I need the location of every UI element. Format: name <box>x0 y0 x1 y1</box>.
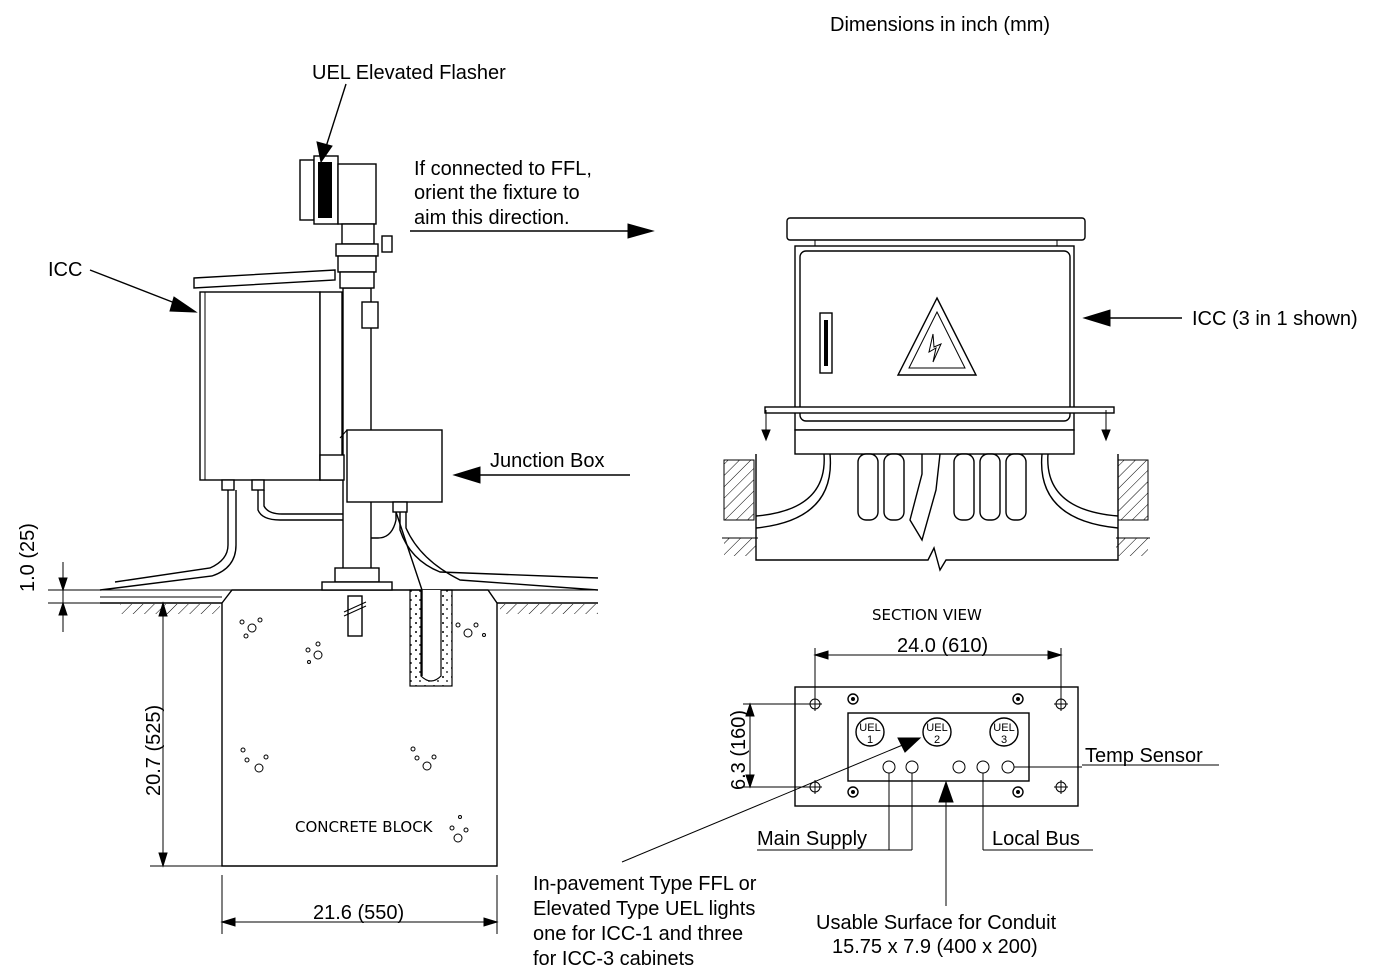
orient-note-line2: orient the fixture to <box>414 182 580 204</box>
icc-side-label: ICC <box>48 259 82 281</box>
flasher-label: UEL Elevated Flasher <box>312 62 506 84</box>
uel-3-top: UEL <box>993 722 1014 734</box>
dim-plan-height: 6.3 (160) <box>728 702 810 790</box>
orient-arrow <box>410 223 655 239</box>
icc-cabinet <box>193 269 345 491</box>
lights-note-line1: In-pavement Type FFL or <box>533 873 757 895</box>
section-view-title: SECTION VIEW <box>872 606 982 624</box>
uel-1-top: UEL <box>859 722 880 734</box>
dimensions-note: Dimensions in inch (mm) <box>830 14 1050 36</box>
dim-block-width: 21.6 (550) <box>220 875 499 934</box>
uel-2-port: UEL 2 <box>922 717 952 747</box>
concrete-block-label: CONCRETE BLOCK <box>295 818 434 836</box>
dim-plan-width-label: 24.0 (610) <box>897 635 988 657</box>
uel-1-num: 1 <box>867 734 873 746</box>
uel-2-num: 2 <box>934 734 940 746</box>
local-bus-label: Local Bus <box>992 828 1080 850</box>
junction-box-arrow <box>452 466 630 484</box>
conduit-sleeve <box>409 589 453 687</box>
main-supply-label: Main Supply <box>757 828 867 850</box>
temp-sensor-label: Temp Sensor <box>1085 745 1203 767</box>
front-section-view: ICC (3 in 1 shown) SECTION VIEW <box>722 217 1358 624</box>
lights-arrow <box>621 737 922 863</box>
main-supply-callout: Main Supply <box>757 773 913 851</box>
dim-block-height: 20.7 (525) <box>143 601 222 868</box>
orient-note-line1: If connected to FFL, <box>414 158 592 180</box>
lights-note-line3: one for ICC-1 and three <box>533 923 743 945</box>
dim-plan-width: 24.0 (610) <box>813 635 1063 698</box>
uel-3-num: 3 <box>1001 734 1007 746</box>
dim-plan-height-label: 6.3 (160) <box>728 710 750 790</box>
icc-front-label: ICC (3 in 1 shown) <box>1192 308 1358 330</box>
anchor-bolt <box>343 595 367 637</box>
local-bus-callout: Local Bus <box>982 773 1093 851</box>
junction-box <box>339 429 443 513</box>
conduit-note-line1: Usable Surface for Conduit <box>816 912 1057 934</box>
flasher-arrow <box>316 83 347 164</box>
icc-front-arrow <box>1082 309 1182 327</box>
conduit-arrow <box>938 780 954 906</box>
temp-sensor-callout: Temp Sensor <box>1014 745 1219 768</box>
conduit-note-line2: 15.75 x 7.9 (400 x 200) <box>832 936 1038 958</box>
dim-pavement-height: 1.0 (25) <box>17 523 104 632</box>
icc-side-arrow <box>89 269 198 313</box>
uel-elevated-flasher <box>299 155 393 289</box>
anchor-holes <box>847 693 1024 798</box>
junction-box-label: Junction Box <box>490 450 605 472</box>
lights-note-line2: Elevated Type UEL lights <box>533 898 755 920</box>
high-voltage-icon <box>896 296 978 376</box>
uel-3-port: UEL 3 <box>989 717 1019 747</box>
lights-note-line4: for ICC-3 cabinets <box>533 948 694 970</box>
dim-block-width-label: 21.6 (550) <box>313 902 404 924</box>
orient-note-line3: aim this direction. <box>414 207 570 229</box>
mounting-holes <box>808 697 1068 794</box>
uel-2-top: UEL <box>926 722 947 734</box>
side-view: CONCRETE BLOCK <box>17 62 655 934</box>
cables <box>99 490 599 676</box>
dim-pavement-height-label: 1.0 (25) <box>17 523 39 592</box>
dim-block-height-label: 20.7 (525) <box>143 705 165 796</box>
plan-view: UEL 1 UEL 2 UEL 3 24.0 (610) <box>533 635 1219 970</box>
uel-1-port: UEL 1 <box>855 717 885 747</box>
